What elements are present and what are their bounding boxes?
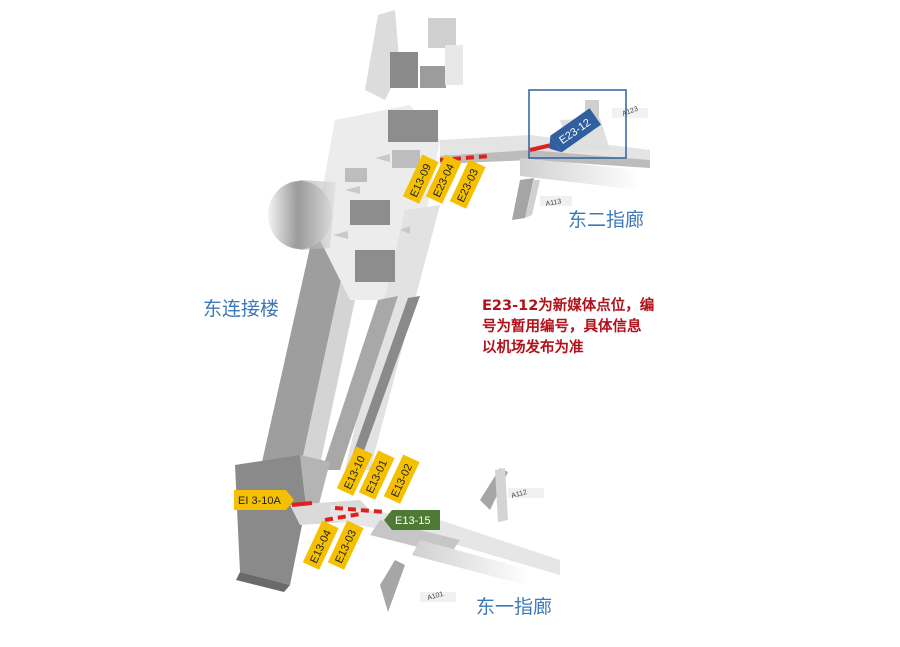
gate-label-a112: A112 [511, 489, 528, 500]
media-point-e13-15-label: E13-15 [395, 515, 430, 527]
area-label-east-connector: 东连接楼 [203, 298, 280, 320]
media-point-e13-15[interactable]: E13-15 [384, 510, 440, 530]
gate-label-a101: A101 [427, 591, 445, 602]
media-point-note: E23-12为新媒体点位，编 号为暂用编号，具体信息 以机场发布为准 [482, 296, 712, 359]
media-point-e13-10a-label: EI 3-10A [238, 495, 281, 507]
media-point-e13-03[interactable]: E13-03 [327, 520, 364, 570]
area-label-east-pier-1: 东一指廊 [476, 596, 553, 618]
note-line-3: 以机场发布为准 [482, 340, 584, 356]
note-line-2: 号为暂用编号，具体信息 [482, 319, 642, 335]
area-label-east-pier-2: 东二指廊 [568, 209, 645, 231]
east-connector-building [235, 10, 463, 592]
media-point-e13-10a[interactable]: EI 3-10A [234, 490, 294, 510]
note-line-1: E23-12为新媒体点位，编 [482, 298, 655, 314]
e23-12-highlight-frame [528, 89, 627, 159]
gate-label-a113: A113 [545, 198, 562, 208]
